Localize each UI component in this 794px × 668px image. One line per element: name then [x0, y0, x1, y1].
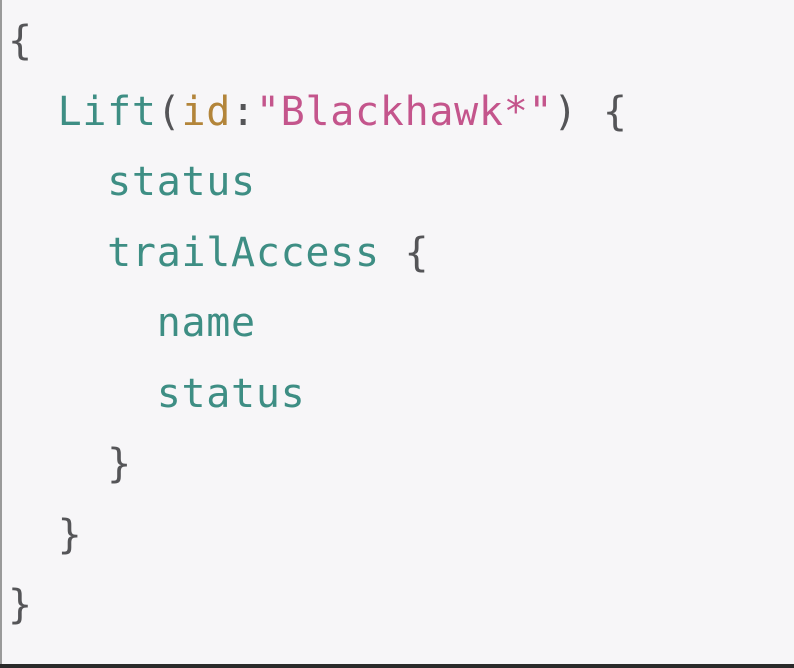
code-token-pink: "Blackhawk*" [255, 88, 554, 135]
code-indent [8, 512, 58, 558]
code-token-punct: { [8, 18, 33, 64]
code-indent [8, 371, 157, 417]
code-line: } [8, 570, 628, 641]
window-left-border [0, 0, 2, 668]
code-token-punct: ( [156, 88, 182, 135]
code-indent [8, 159, 107, 205]
code-line: trailAccess { [8, 218, 628, 289]
code-token-teal: status [107, 159, 256, 205]
code-indent [8, 300, 157, 346]
code-token-teal: Lift [57, 88, 157, 135]
code-line: status [8, 147, 628, 218]
graphql-query-code: { Lift(id:"Blackhawk*") { status trailAc… [8, 6, 628, 641]
code-line: { [8, 6, 628, 77]
code-token-teal: trailAccess [107, 229, 380, 276]
code-line: status [8, 359, 628, 430]
code-token-punct: } [8, 582, 33, 628]
code-token-teal: name [156, 300, 256, 346]
code-token-teal: status [156, 370, 306, 417]
code-token-punct: } [57, 511, 83, 558]
code-line: } [8, 500, 628, 571]
bottom-bar [0, 664, 794, 668]
code-line: Lift(id:"Blackhawk*") { [8, 77, 628, 148]
code-indent [8, 230, 107, 276]
code-line: } [8, 429, 628, 500]
code-token-punct: ) { [553, 88, 628, 135]
code-token-punct: { [379, 229, 430, 276]
code-line: name [8, 288, 628, 359]
code-indent [8, 441, 107, 487]
code-token-punct: : [231, 88, 256, 135]
code-indent [8, 89, 58, 135]
code-token-punct: } [107, 441, 132, 487]
code-token-gold: id [181, 88, 232, 135]
